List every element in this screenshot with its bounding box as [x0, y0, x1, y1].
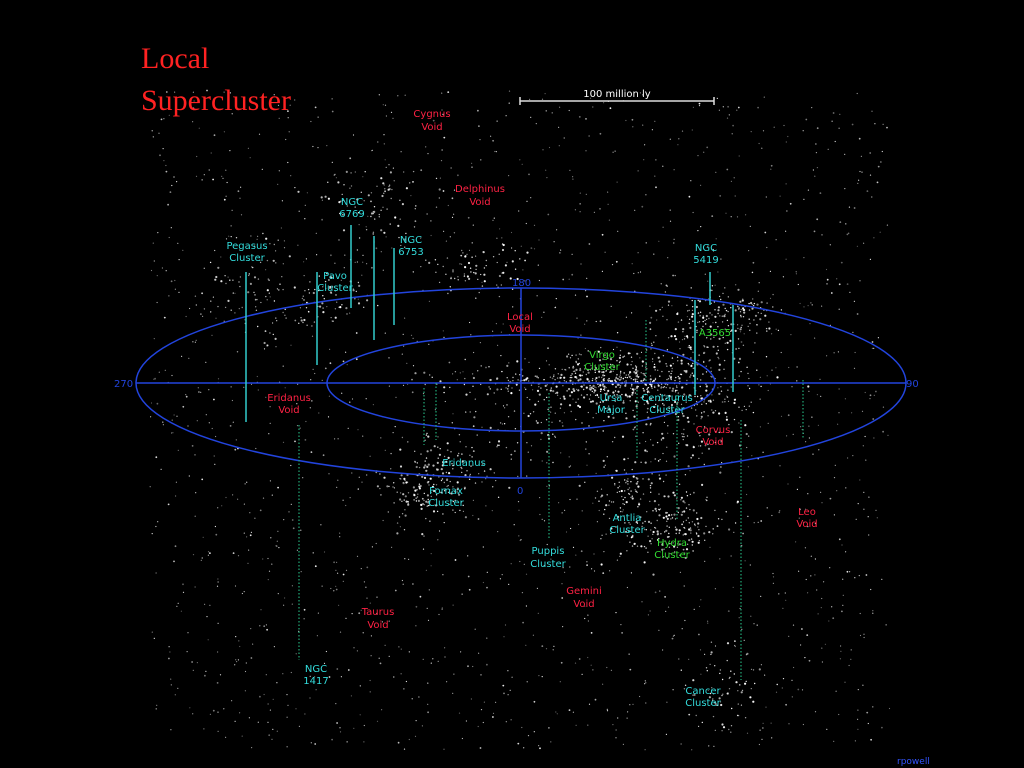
ring-label-right: 90	[906, 379, 919, 390]
coordinate-grid	[135, 287, 907, 479]
ring-label-top: 180	[512, 278, 531, 289]
credit-text: rpowell	[897, 757, 930, 767]
ring-label-left: 270	[114, 379, 133, 390]
label-a3565: A3565	[699, 328, 731, 339]
drop-lines	[245, 225, 734, 422]
label-eridanus: Eridanus	[442, 458, 486, 469]
title-line-1: Local	[141, 42, 210, 75]
dotted-drop-lines	[298, 320, 804, 680]
ring-label-bottom: 0	[517, 486, 523, 497]
title-line-2: Supercluster	[141, 84, 291, 117]
galaxy-field	[149, 89, 891, 751]
scale-bar-label: 100 million ly	[583, 89, 651, 100]
slide-title: Local Supercluster	[141, 38, 291, 122]
scale-bar	[519, 97, 715, 105]
